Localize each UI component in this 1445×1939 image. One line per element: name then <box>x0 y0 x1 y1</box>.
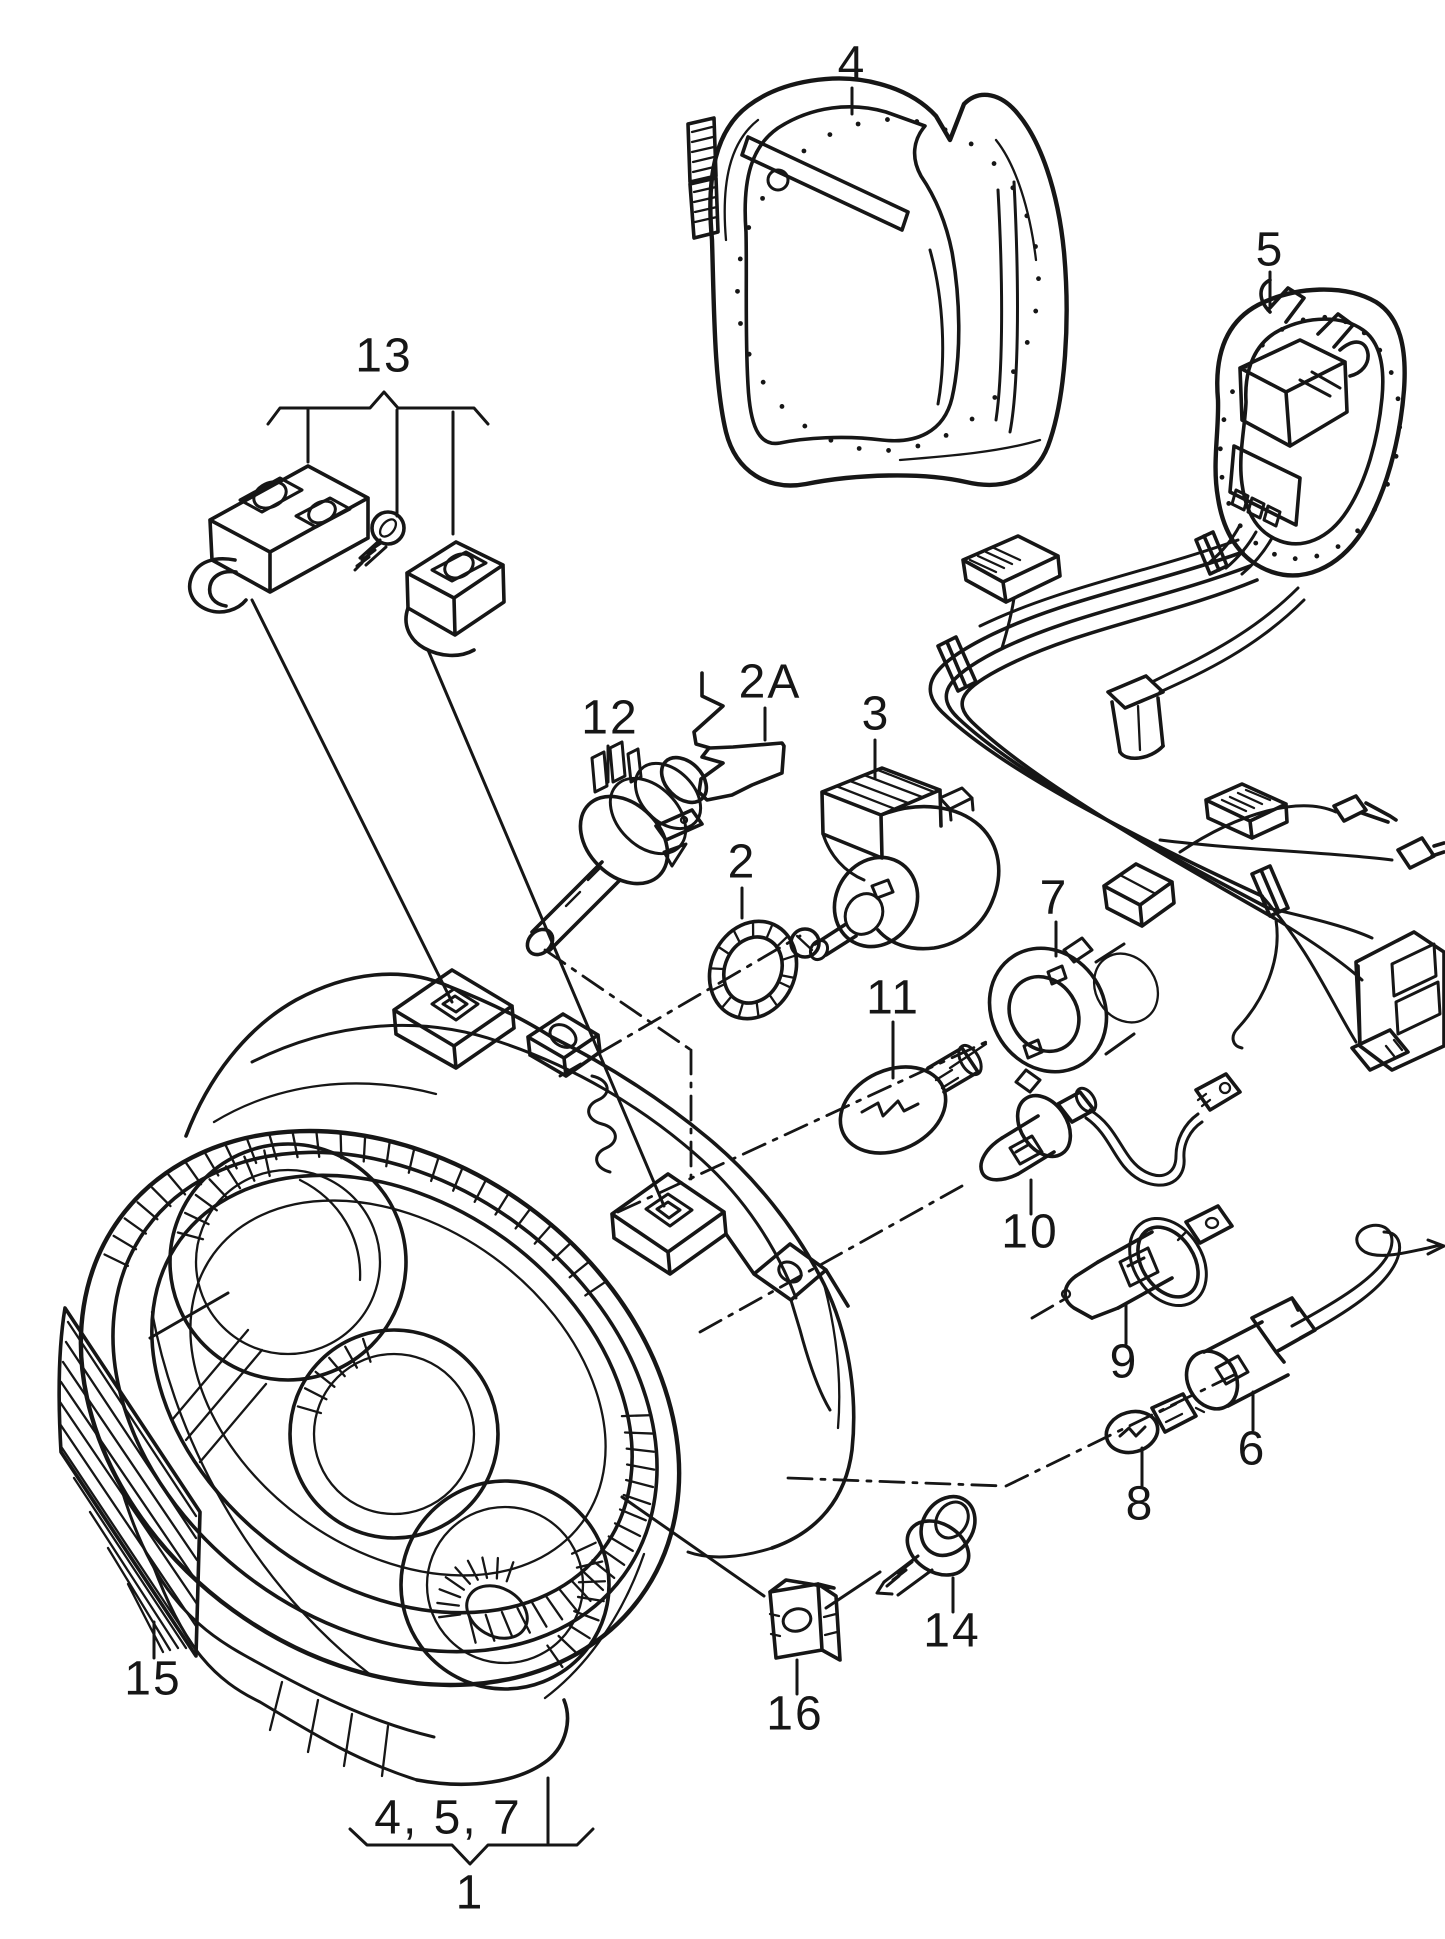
callout-label-3: 3 <box>862 688 891 741</box>
lens-hatch <box>546 1541 607 1669</box>
wedge-bulb-part-8 <box>1104 1392 1206 1455</box>
seal-ring-part-2 <box>707 919 799 1021</box>
lens-opening-mid <box>288 1328 500 1540</box>
mount-tab-square-1 <box>392 968 516 1070</box>
rim-rib-band <box>103 1129 609 1297</box>
mounting-bracket-left-part-13 <box>187 464 370 614</box>
flag-connector <box>961 534 1062 650</box>
housing-to-clip-leader <box>620 1495 766 1598</box>
wiring-harness <box>928 530 1445 1072</box>
bulb-h1-part-9 <box>1060 1204 1234 1320</box>
callout-label-7: 7 <box>1040 872 1069 925</box>
small-connector <box>1350 1028 1410 1072</box>
callout-label-1: 1 <box>456 1867 485 1920</box>
grommet-stipple <box>1217 314 1403 562</box>
callout-label-2A: 2A <box>739 656 802 709</box>
bracket-to-housing-line-1 <box>250 598 454 1004</box>
lens-hatch <box>296 1337 372 1415</box>
callout-label-13: 13 <box>355 330 412 383</box>
harness-grommet-part-5 <box>1208 278 1407 578</box>
gasket-seal-part-4 <box>686 76 1069 488</box>
callout-label-15: 15 <box>124 1653 181 1706</box>
bulb-h7-part-12 <box>525 740 709 957</box>
callout-label-12: 12 <box>581 692 638 745</box>
mount-tab-round <box>526 1012 602 1078</box>
callout-label-14: 14 <box>923 1605 980 1658</box>
round-bulb-socket <box>1106 586 1306 760</box>
callout-label-5: 5 <box>1256 224 1285 277</box>
bulb-with-cable-part-10 <box>979 1072 1242 1187</box>
clip-to-screw-leader <box>824 1570 882 1610</box>
callout-label-11: 11 <box>866 972 920 1025</box>
multipin-connector <box>1208 338 1349 576</box>
sticker-part-15 <box>57 1306 202 1658</box>
sticker-leader <box>148 1291 230 1340</box>
adjuster-motor-part-3 <box>789 766 1001 962</box>
bracket-to-housing-line-2 <box>426 648 666 1208</box>
callout-label-2: 2 <box>728 836 757 889</box>
gasket-stipple <box>735 117 1041 453</box>
callout-label-8: 8 <box>1126 1478 1155 1531</box>
bulb-holder-part-7 <box>948 936 1160 1094</box>
cable-tie <box>936 530 1290 918</box>
ring-stitching <box>709 921 797 1018</box>
clip-nut-part-16 <box>768 1578 842 1662</box>
mounting-bracket-right-part-13 <box>404 540 506 658</box>
lens-hatch <box>176 1149 271 1241</box>
callout-bracket-13 <box>266 390 490 426</box>
leader-lines <box>148 390 882 1866</box>
retainer-bracket-part-2a <box>692 671 786 802</box>
callout-label-16: 16 <box>766 1688 823 1741</box>
gasket-vent-tab <box>686 116 720 240</box>
callout-bracket-13-leaders <box>306 408 455 536</box>
callout-label-4: 4 <box>838 38 867 91</box>
bulb-p21w-part-11 <box>838 1043 983 1155</box>
flag-connector-2 <box>1204 782 1289 840</box>
callout-bracket-bottom <box>348 1827 595 1866</box>
callout-label-10: 10 <box>1001 1206 1058 1259</box>
screw-part-14 <box>875 1494 977 1597</box>
headlight-housing-part-1 <box>78 968 856 1786</box>
socket-with-cable-part-6 <box>1184 1223 1445 1411</box>
sunburst-hatch <box>436 1556 515 1619</box>
bracket-screw-part-13 <box>353 510 406 572</box>
callout-label-6: 6 <box>1238 1423 1267 1476</box>
housing-rear-shell <box>184 972 856 1559</box>
side-arm-tab <box>724 1232 850 1412</box>
callout-label-9: 9 <box>1110 1336 1139 1389</box>
callout-label-4, 5, 7: 4, 5, 7 <box>374 1792 521 1845</box>
mid-connector-block <box>1102 862 1176 928</box>
lens-opening-bottom <box>399 1479 611 1691</box>
callout-layer: 4 5 13 2A 12 3 2 7 11 10 9 6 8 14 16 15 4, 5, 7 1 <box>124 38 1285 1920</box>
inline-terminal <box>1332 794 1445 870</box>
lens-opening-top <box>168 1142 408 1464</box>
